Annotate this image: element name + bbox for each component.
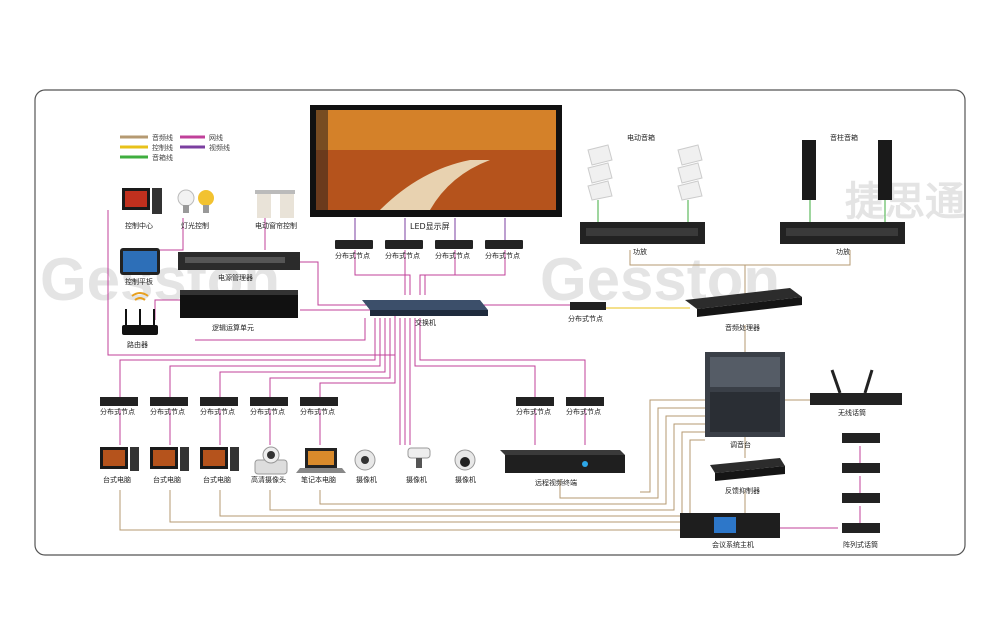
column-speakers: 音柱音箱 [802, 133, 892, 200]
logic-unit-label: 逻辑运算单元 [212, 323, 254, 332]
legend-control: 控制线 [152, 143, 173, 152]
tablet-label: 控制平板 [125, 277, 153, 286]
hd-camera: 高清摄像头 [251, 446, 288, 484]
node-audio: 分布式节点 [568, 302, 606, 323]
legend-video: 视频线 [209, 143, 230, 152]
led-display: LED显示屏 [310, 105, 562, 231]
switch-label: 交换机 [415, 318, 436, 327]
conference-host-label: 会议系统主机 [712, 540, 754, 549]
watermark-cn: 捷思通 [845, 179, 965, 225]
led-nodes: 分布式节点 分布式节点 分布式节点 分布式节点 [335, 240, 523, 260]
desktops: 台式电脑 台式电脑 台式电脑 [100, 447, 239, 484]
curtain-control-label: 电动窗帘控制 [255, 221, 297, 230]
router: 路由器 [122, 292, 158, 349]
node-label: 分布式节点 [200, 407, 235, 416]
legend-audio: 音频线 [152, 133, 173, 142]
node-label: 分布式节点 [250, 407, 285, 416]
router-label: 路由器 [127, 340, 148, 349]
cameras: 摄像机 摄像机 摄像机 [354, 447, 476, 484]
node-label: 分布式节点 [335, 251, 370, 260]
mixer-label: 调音台 [730, 440, 751, 449]
array-mics: 阵列式话筒 [842, 433, 880, 549]
amp-label: 功放 [836, 247, 850, 256]
wireless-mic: 无线话筒 [810, 369, 902, 417]
hd-camera-label: 高清摄像头 [251, 475, 286, 484]
node-label: 分布式节点 [385, 251, 420, 260]
node-label: 分布式节点 [100, 407, 135, 416]
legend-speaker: 音箱线 [152, 153, 173, 162]
laptop-label: 笔记本电脑 [301, 475, 336, 484]
remote-terminal-label: 远程视频终端 [535, 478, 577, 487]
desktop-label: 台式电脑 [103, 475, 131, 484]
laptop: 笔记本电脑 [296, 448, 346, 484]
mixer: 调音台 [705, 352, 785, 449]
light-control: 灯光控制 [177, 189, 214, 230]
camera-label: 摄像机 [406, 475, 427, 484]
audio-processor: 音频处理器 [685, 288, 802, 332]
light-control-label: 灯光控制 [181, 221, 209, 230]
node-label: 分布式节点 [568, 314, 603, 323]
node-label: 分布式节点 [435, 251, 470, 260]
powered-speakers: 电动音箱 [587, 133, 703, 201]
connections [107, 200, 886, 531]
column-speaker-label: 音柱音箱 [830, 133, 858, 142]
legend: 音频线 控制线 音箱线 网线 视频线 [120, 133, 230, 162]
powered-speaker-label: 电动音箱 [627, 133, 655, 142]
audio-processor-label: 音频处理器 [725, 323, 760, 332]
node-label: 分布式节点 [300, 407, 335, 416]
node-label: 分布式节点 [516, 407, 551, 416]
node-label: 分布式节点 [485, 251, 520, 260]
curtain-control: 电动窗帘控制 [255, 190, 297, 230]
control-center-label: 控制中心 [125, 221, 153, 230]
control-tablet: 控制平板 [120, 248, 160, 286]
feedback-suppressor: 反馈抑制器 [710, 458, 785, 495]
logic-unit: 逻辑运算单元 [180, 290, 298, 332]
array-mic-label: 阵列式话筒 [843, 540, 878, 549]
node-label: 分布式节点 [566, 407, 601, 416]
feedback-suppressor-label: 反馈抑制器 [725, 486, 760, 495]
amplifiers: 功放 功放 [580, 222, 905, 256]
desktop-label: 台式电脑 [153, 475, 181, 484]
conference-host: 会议系统主机 [680, 513, 780, 549]
led-label: LED显示屏 [410, 222, 450, 231]
wireless-mic-label: 无线话筒 [838, 408, 866, 417]
power-manager: 电源管理器 [178, 252, 300, 282]
control-center: 控制中心 [122, 188, 162, 230]
power-manager-label: 电源管理器 [218, 273, 253, 282]
camera-label: 摄像机 [356, 475, 377, 484]
legend-network: 网线 [209, 133, 223, 142]
bottom-nodes: 分布式节点 分布式节点 分布式节点 分布式节点 分布式节点 分布式节点 分布式节… [100, 397, 604, 416]
network-switch: 交换机 [362, 300, 488, 327]
camera-label: 摄像机 [455, 475, 476, 484]
remote-terminal: 远程视频终端 [500, 450, 625, 487]
amp-label: 功放 [633, 247, 647, 256]
desktop-label: 台式电脑 [203, 475, 231, 484]
node-label: 分布式节点 [150, 407, 185, 416]
